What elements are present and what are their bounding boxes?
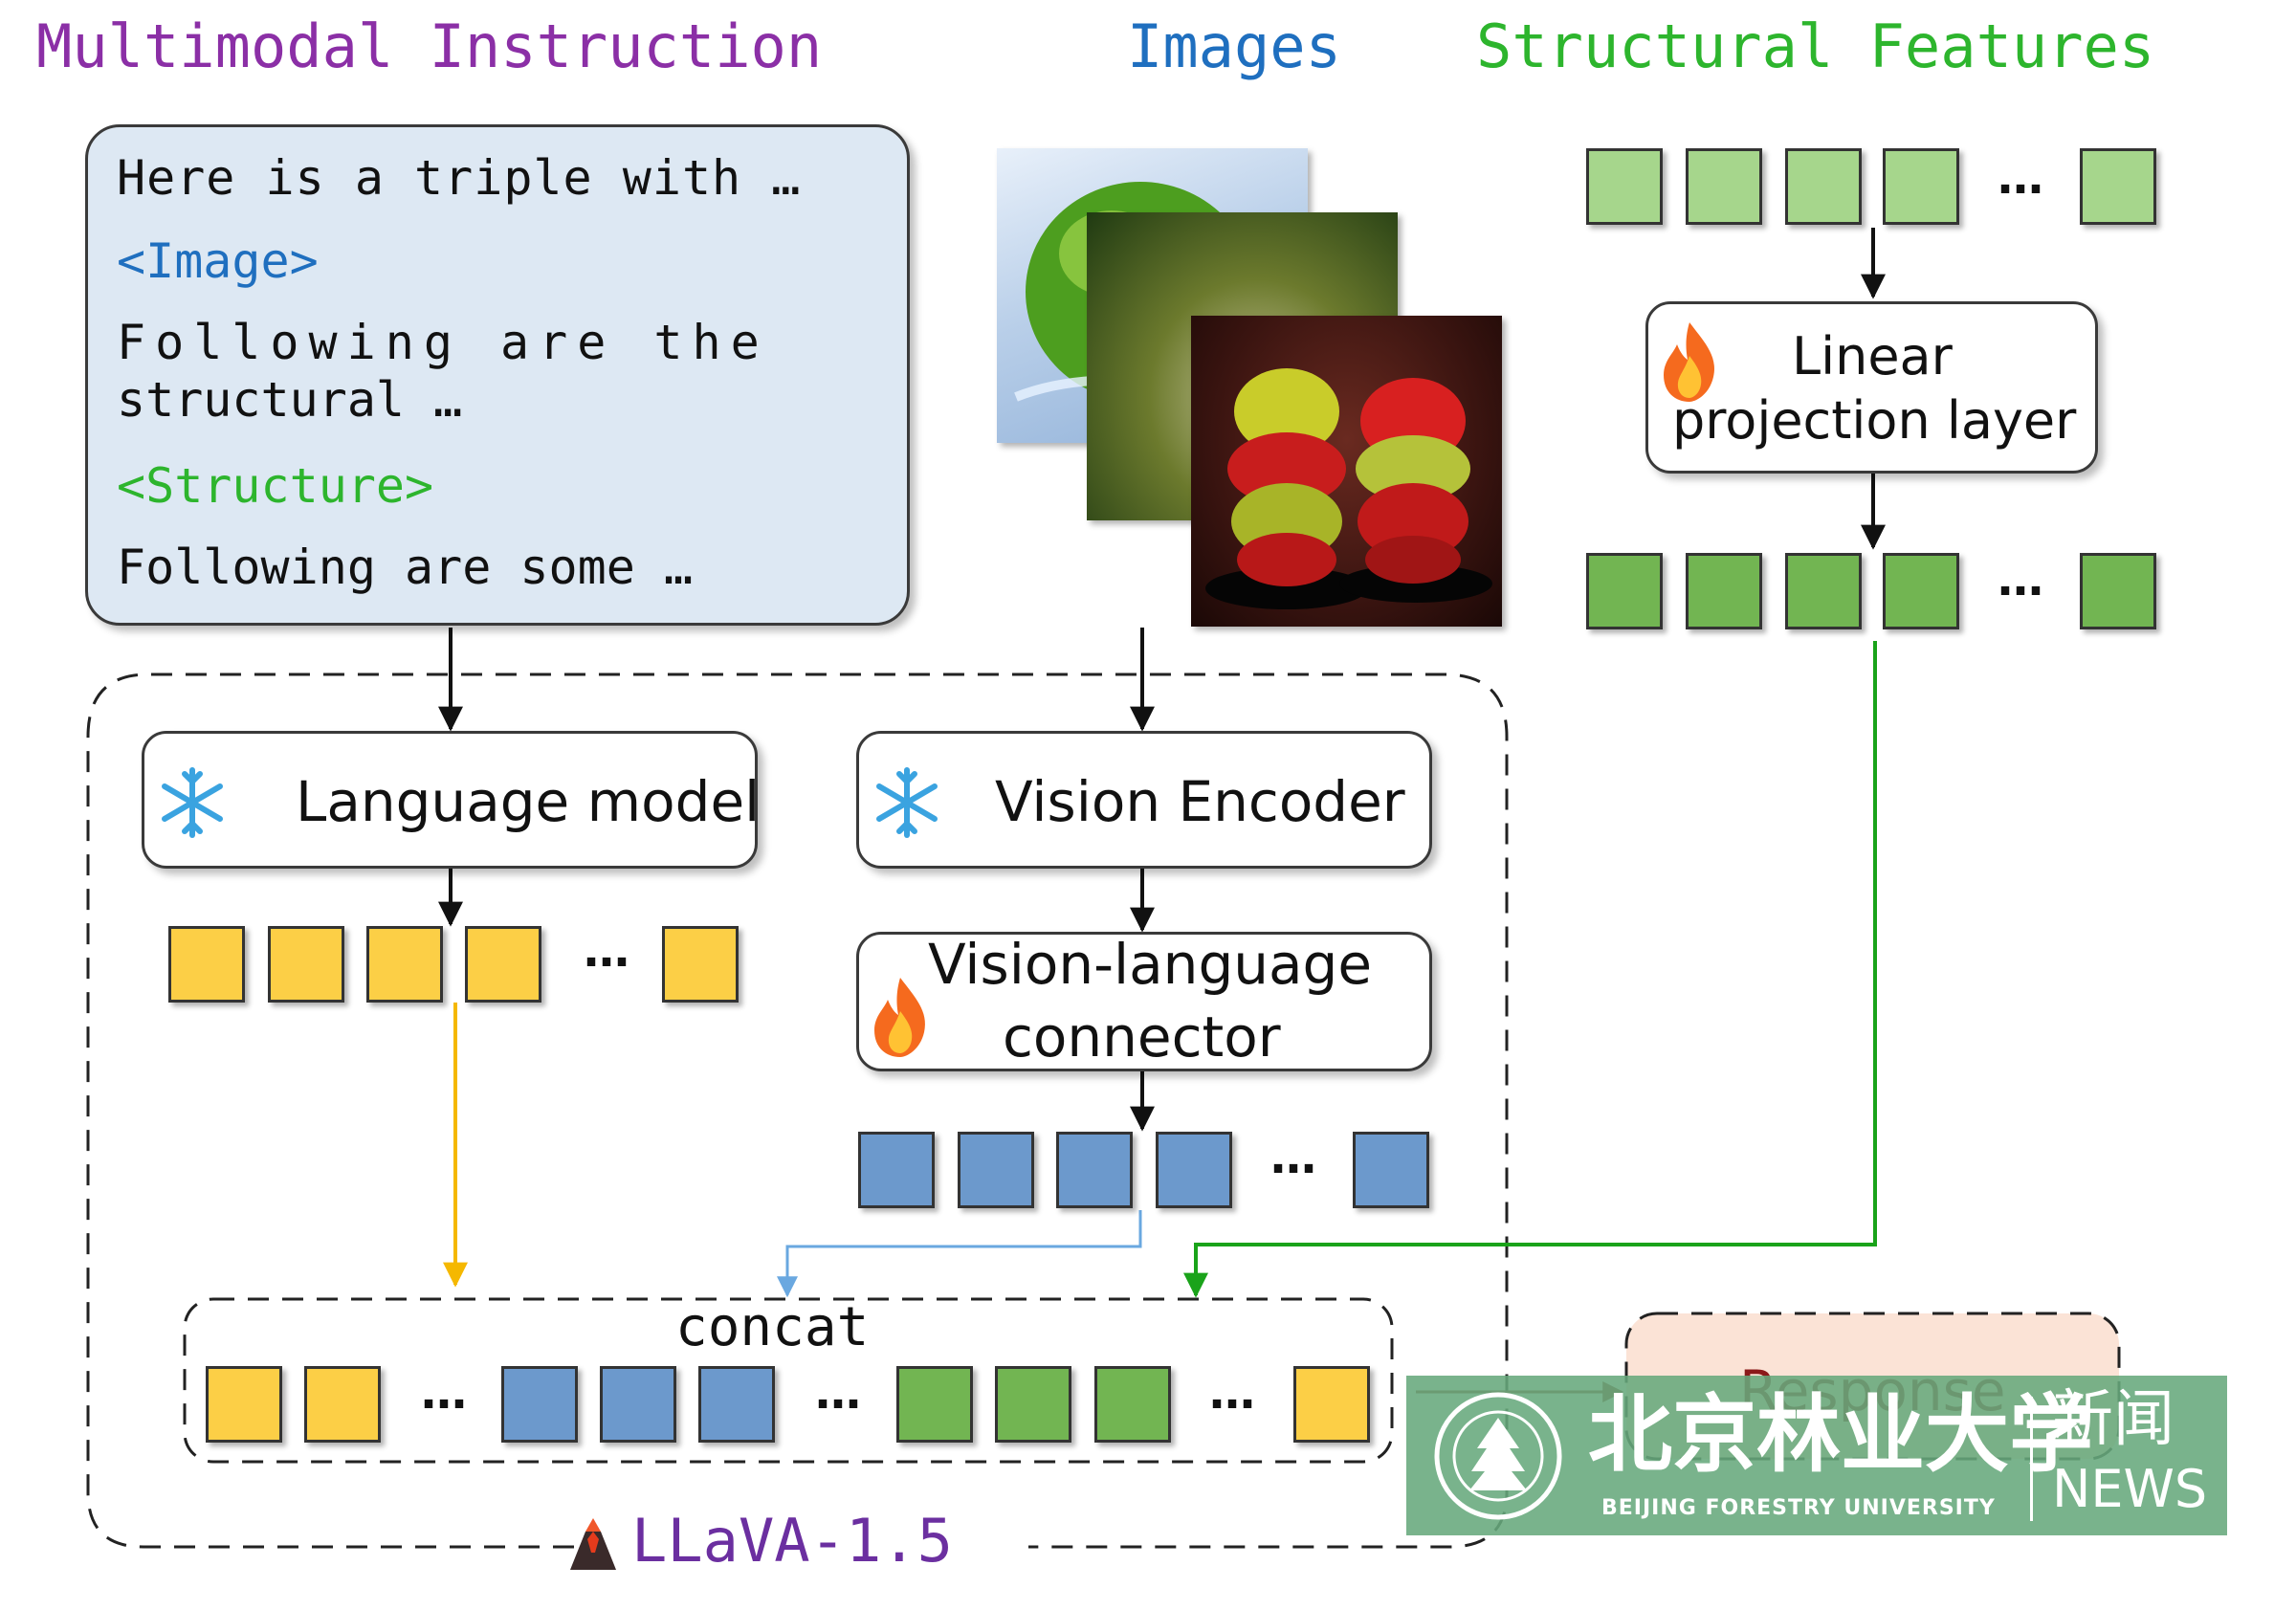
projected-structural-token — [2080, 553, 2156, 629]
language-token — [662, 926, 739, 1003]
concat-token-vision — [501, 1366, 578, 1443]
watermark-divider — [2030, 1397, 2033, 1521]
concat-ellipsis: … — [1209, 1366, 1255, 1420]
language-token — [168, 926, 245, 1003]
vision-token — [1056, 1132, 1133, 1208]
vision-language-connector-box: Vision-language connector — [856, 932, 1432, 1071]
watermark-news-en: NEWS — [2052, 1459, 2208, 1519]
language-model-label: Language model — [296, 769, 761, 834]
projected-structural-token — [1785, 553, 1862, 629]
university-seal-icon — [1434, 1392, 1562, 1520]
images-header: Images — [1127, 11, 1341, 81]
connector-label-2: connector — [1003, 1004, 1281, 1070]
concat-frame — [183, 1297, 1394, 1464]
projected-structural-token — [1686, 553, 1762, 629]
structural-feature-token — [2080, 148, 2156, 225]
instruction-line-4: structural … — [117, 372, 463, 428]
vision-encoder-box: Vision Encoder — [856, 731, 1432, 869]
snowflake-icon — [162, 767, 223, 838]
fire-icon — [1664, 322, 1714, 402]
projected-structural-token — [1586, 553, 1663, 629]
volcano-icon — [570, 1518, 616, 1570]
concat-token-language — [1293, 1366, 1370, 1443]
llava-label: LLaVA-1.5 — [631, 1506, 953, 1576]
vision-token — [958, 1132, 1034, 1208]
concat-token-vision — [600, 1366, 676, 1443]
language-token — [268, 926, 344, 1003]
snowflake-icon — [876, 767, 938, 838]
structural-ellipsis: … — [1998, 151, 2043, 205]
instruction-header: Multimodal Instruction — [36, 11, 823, 81]
fire-icon — [874, 978, 925, 1057]
concat-label: concat — [675, 1296, 870, 1358]
concat-token-language — [206, 1366, 282, 1443]
vision-token — [1353, 1132, 1429, 1208]
language-ellipsis: … — [584, 924, 629, 978]
concat-token-structural — [1094, 1366, 1171, 1443]
sliced-apples-drawing — [1205, 368, 1492, 609]
instruction-image-tag: <Image> — [117, 233, 319, 289]
concat-ellipsis: … — [815, 1366, 861, 1420]
linear-projection-label-1: Linear — [1792, 326, 1953, 386]
language-token — [366, 926, 443, 1003]
concat-token-vision — [698, 1366, 775, 1443]
vision-ellipsis: … — [1270, 1131, 1316, 1184]
language-model-box: Language model — [142, 731, 761, 869]
connector-label-1: Vision-language — [928, 932, 1373, 997]
concat-token-structural — [995, 1366, 1071, 1443]
projected-ellipsis: … — [1998, 553, 2043, 607]
image-sliced-apples — [1191, 316, 1502, 627]
structural-feature-token — [1586, 148, 1663, 225]
concat-ellipsis: … — [421, 1366, 467, 1420]
instruction-structure-tag: <Structure> — [117, 458, 434, 514]
linear-projection-layer-box: Linear projection layer — [1645, 301, 2098, 474]
university-watermark: 北京林业大学 新闻 NEWS BEIJING FORESTRY UNIVERSI… — [1406, 1376, 2227, 1535]
instruction-line-6: Following are some … — [117, 540, 694, 595]
projected-structural-token — [1883, 553, 1959, 629]
concat-token-structural — [896, 1366, 973, 1443]
linear-projection-label-2: projection layer — [1672, 390, 2077, 451]
instruction-line-1: Here is a triple with … — [117, 150, 802, 206]
watermark-english-name: BEIJING FORESTRY UNIVERSITY — [1601, 1496, 1996, 1520]
language-token — [465, 926, 541, 1003]
structural-feature-token — [1883, 148, 1959, 225]
structural-feature-token — [1785, 148, 1862, 225]
vision-token — [858, 1132, 935, 1208]
watermark-news-cn: 新闻 — [2052, 1384, 2175, 1455]
structural-header: Structural Features — [1476, 11, 2155, 81]
instruction-line-3: Following are the — [117, 315, 769, 370]
vision-token — [1156, 1132, 1232, 1208]
vision-encoder-label: Vision Encoder — [995, 769, 1405, 834]
concat-token-language — [304, 1366, 381, 1443]
watermark-chinese-name: 北京林业大学 — [1588, 1385, 2094, 1484]
instruction-box: Here is a triple with … <Image> Followin… — [85, 124, 910, 626]
structural-feature-token — [1686, 148, 1762, 225]
